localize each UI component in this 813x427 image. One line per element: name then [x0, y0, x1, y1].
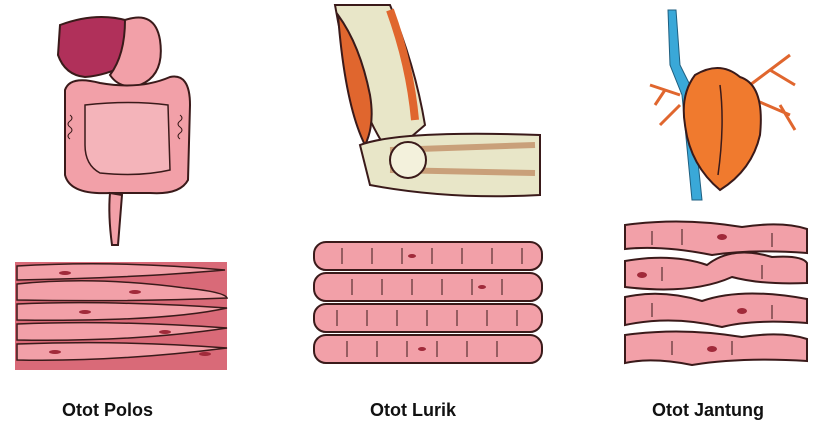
- smooth-muscle-tissue: [15, 262, 235, 377]
- label-cardiac-muscle: Otot Jantung: [652, 400, 764, 421]
- label-smooth-muscle: Otot Polos: [62, 400, 153, 421]
- rectum-shape: [109, 193, 122, 245]
- label-skeletal-muscle: Otot Lurik: [370, 400, 456, 421]
- cardiac-muscle-tissue: [622, 215, 810, 375]
- skeletal-muscle-tissue: [312, 240, 547, 370]
- arm-illustration: [330, 5, 540, 205]
- heart-illustration: [640, 5, 805, 200]
- digestive-tract-illustration: [40, 5, 240, 250]
- small-intestine-shape: [85, 103, 170, 175]
